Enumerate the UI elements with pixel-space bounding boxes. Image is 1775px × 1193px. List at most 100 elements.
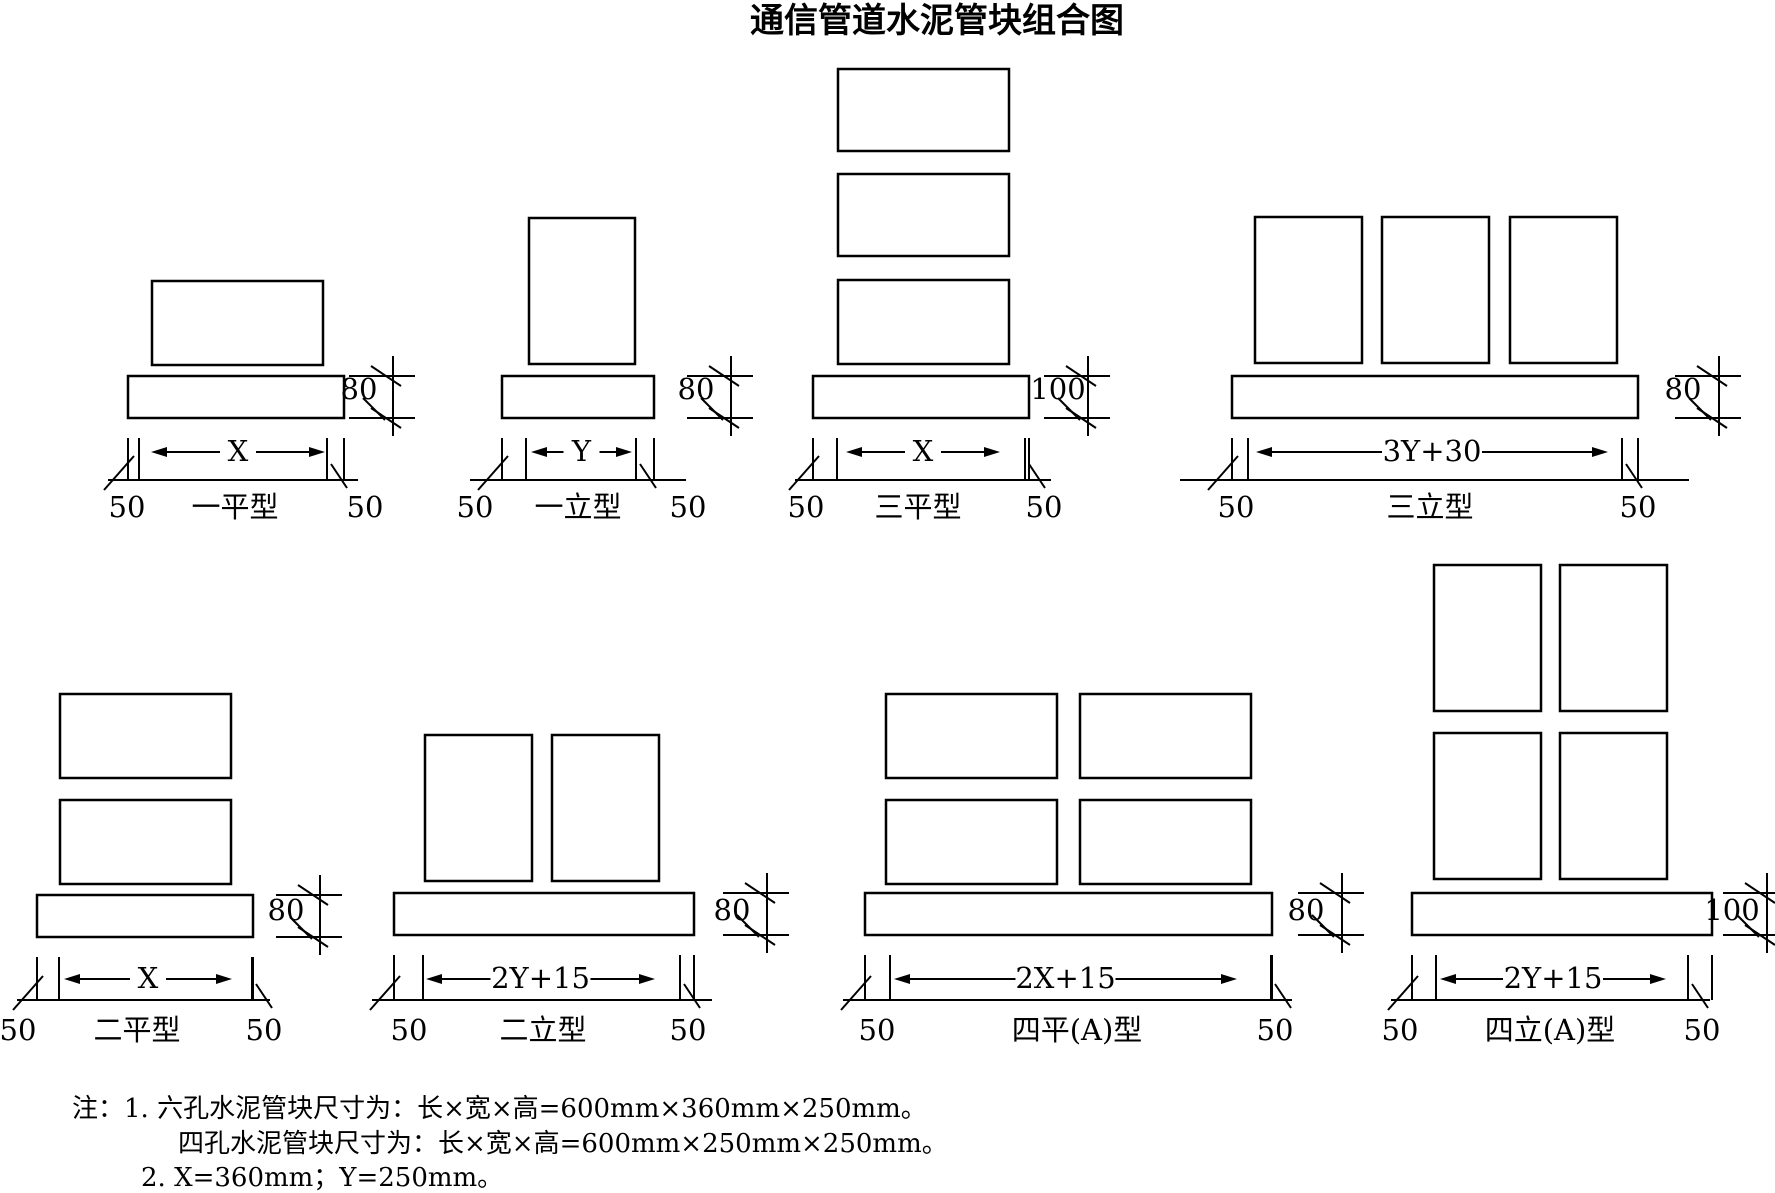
height-dim-leader [1057,397,1081,421]
pipe-block [58,692,233,780]
pipe-block [1432,563,1543,713]
side-dim-right: 50 [670,1013,707,1047]
side-tick-right [1028,463,1046,489]
side-dim-left: 50 [391,1013,428,1047]
arrowhead-left [1256,447,1272,457]
pipe-block [884,692,1059,780]
pipe-block [1078,798,1253,886]
pipe-block [1380,215,1491,365]
side-dim-left: 50 [859,1013,896,1047]
height-dim-leader [736,914,760,938]
type-name: 三平型 [874,490,961,524]
type-name: 一平型 [191,490,278,524]
height-dim-label: 80 [714,893,751,927]
pipe-block [527,216,637,366]
arrowhead-right [984,447,1000,457]
height-dim-tick-top [708,365,740,387]
pipe-block [1558,731,1669,881]
side-dim-right: 50 [1257,1013,1294,1047]
pipe-block [1508,215,1619,365]
base-slab [811,374,1031,420]
arrowhead-right [1221,974,1237,984]
base-slab [35,893,255,939]
height-dim-label: 80 [1665,372,1702,406]
side-tick-left [477,455,509,491]
base-slab [126,374,346,420]
height-dim-label: 80 [1288,893,1325,927]
span-dim-label: X [228,434,249,468]
arrowhead-right [309,447,325,457]
pipe-block [1558,563,1669,713]
side-tick-right [255,983,273,1009]
base-slab [1410,891,1714,937]
height-dim-leader [1311,914,1335,938]
type-name: 三立型 [1386,490,1473,524]
span-dim-label: 2X+15 [1015,961,1115,995]
side-dim-right: 50 [1684,1013,1721,1047]
note-line-2: 四孔水泥管块尺寸为：长×宽×高=600mm×250mm×250mm。 [178,1129,948,1159]
side-tick-right [330,463,348,489]
span-dim-label: 2Y+15 [1504,961,1603,995]
pipe-block [423,733,534,883]
side-dim-right: 50 [670,490,707,524]
pipe-block [58,798,233,886]
side-tick-right [1625,463,1643,489]
type-name: 二平型 [93,1013,180,1047]
arrowhead-right [1592,447,1608,457]
pipe-block [836,67,1011,153]
diagram-title: 通信管道水泥管块组合图 [750,1,1124,41]
base-slab [863,891,1274,937]
side-dim-left: 50 [788,490,825,524]
pipe-block [1078,692,1253,780]
pipe-block [150,279,325,367]
base-slab [1230,374,1640,420]
arrowhead-left [426,974,442,984]
side-dim-right: 50 [246,1013,283,1047]
span-dim-label: Y [571,434,592,468]
height-dim-leader [362,397,386,421]
base-slab [392,891,696,937]
arrowhead-right [616,447,632,457]
arrowhead-right [639,974,655,984]
side-tick-left [788,455,820,491]
side-dim-left: 50 [1218,490,1255,524]
arrowhead-right [216,974,232,984]
span-dim-label: 3Y+30 [1383,434,1482,468]
type-name: 二立型 [499,1013,586,1047]
side-dim-left: 50 [457,490,494,524]
height-dim-label: 80 [268,893,305,927]
type-name: 一立型 [534,490,621,524]
span-dim-label: X [138,961,159,995]
side-dim-right: 50 [1026,490,1063,524]
side-tick-left [1387,975,1419,1011]
side-dim-left: 50 [0,1013,36,1047]
side-dim-left: 50 [109,490,146,524]
pipe-block [1253,215,1364,365]
height-dim-tick-top [1319,882,1351,904]
side-dim-right: 50 [1620,490,1657,524]
arrowhead-left [531,447,547,457]
height-dim-tick-top [744,882,776,904]
height-dim-tick-top [1744,882,1775,904]
height-dim-label: 80 [678,372,715,406]
type-name: 四平(A)型 [1012,1013,1143,1047]
type-name: 四立(A)型 [1485,1013,1616,1047]
pipe-block [836,172,1011,258]
arrowhead-left [64,974,80,984]
height-dim-leader [1736,914,1760,938]
height-dim-label: 80 [341,372,378,406]
arrowhead-left [1440,974,1456,984]
side-tick-left [840,975,872,1011]
side-dim-left: 50 [1382,1013,1419,1047]
pipe-block [550,733,661,883]
span-dim-label: X [913,434,934,468]
pipe-block [836,278,1011,366]
height-dim-leader [700,397,724,421]
height-dim-leader [1688,397,1712,421]
height-dim-tick-top [297,884,329,906]
note-line-3: 2. X=360mm；Y=250mm。 [141,1163,503,1193]
note-line-1: 注：1. 六孔水泥管块尺寸为：长×宽×高=600mm×360mm×250mm。 [72,1094,927,1124]
side-tick-right [1274,983,1292,1009]
side-tick-left [103,455,135,491]
height-dim-label: 100 [1704,893,1759,927]
